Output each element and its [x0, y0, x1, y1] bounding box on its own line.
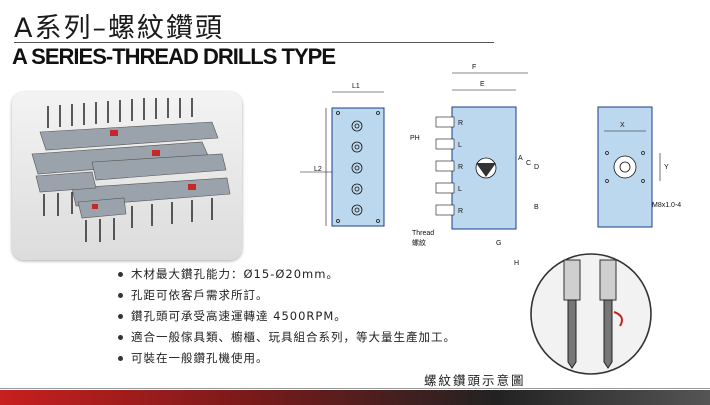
page-title-english: A SERIES-THREAD DRILLS TYPE [12, 44, 336, 69]
dim-H: H [514, 260, 519, 267]
dim-C: C [526, 160, 531, 167]
spec-text: 孔距可依客戶需求所訂。 [131, 288, 269, 302]
rotation-label: R [458, 208, 463, 215]
drill-heads-illustration [31, 98, 231, 242]
rotation-label: L [458, 142, 462, 149]
spec-text: 鑽孔頭可承受高速運轉達 4500RPM。 [131, 309, 347, 323]
spec-item: 可裝在一般鑽孔機使用。 [118, 348, 456, 369]
spec-text: 木材最大鑽孔能力：Ø15-Ø20mm。 [131, 267, 339, 281]
diagram-caption: 螺紋鑽頭示意圖 [424, 373, 526, 388]
spec-list: 木材最大鑽孔能力：Ø15-Ø20mm。 孔距可依客戶需求所訂。 鑽孔頭可承受高速… [118, 264, 456, 369]
dim-X: X [620, 122, 625, 129]
technical-drawing: L1 L2 R L R L R F E PH A C D B G H Threa… [300, 64, 681, 267]
footer-divider [0, 388, 710, 389]
bullet-icon [118, 293, 123, 298]
bullet-icon [118, 356, 123, 361]
dim-A: A [518, 155, 523, 162]
page-title-chinese: A系列–螺紋鑽頭 [14, 13, 224, 44]
dim-L1: L1 [352, 83, 360, 90]
dim-F: F [472, 64, 476, 71]
bullet-icon [118, 314, 123, 319]
rotation-label: R [458, 164, 463, 171]
dim-E: E [480, 81, 485, 88]
spec-item: 孔距可依客戶需求所訂。 [118, 285, 456, 306]
product-photo [12, 92, 242, 260]
dim-M: M8x1.0-4 [652, 202, 681, 209]
dim-B: B [534, 204, 539, 211]
dim-G: G [496, 240, 501, 247]
bullet-icon [118, 335, 123, 340]
spec-text: 可裝在一般鑽孔機使用。 [131, 351, 269, 365]
thread-label-chinese: 螺紋 [412, 238, 426, 247]
front-view: L1 L2 [300, 83, 385, 227]
footer-bar [0, 390, 710, 405]
spec-item: 適合一般傢具類、櫥櫃、玩具組合系列，等大量生產加工。 [118, 327, 456, 348]
dim-L2: L2 [314, 166, 322, 173]
bullet-icon [118, 272, 123, 277]
side-view: R L R L R F E PH A C D B G H Thread 螺紋 [410, 64, 539, 267]
dim-D: D [534, 164, 539, 171]
spec-text: 適合一般傢具類、櫥櫃、玩具組合系列，等大量生產加工。 [131, 330, 456, 344]
dim-Y: Y [664, 164, 669, 171]
spec-item: 木材最大鑽孔能力：Ø15-Ø20mm。 [118, 264, 456, 285]
spec-item: 鑽孔頭可承受高速運轉達 4500RPM。 [118, 306, 456, 327]
thread-label: Thread [412, 230, 434, 237]
dim-PH: PH [410, 135, 420, 142]
rotation-label: L [458, 186, 462, 193]
thread-drill-illustration [530, 253, 652, 375]
end-view: X Y M8x1.0-4 [597, 106, 681, 228]
rotation-label: R [458, 120, 463, 127]
title-divider [14, 42, 494, 43]
